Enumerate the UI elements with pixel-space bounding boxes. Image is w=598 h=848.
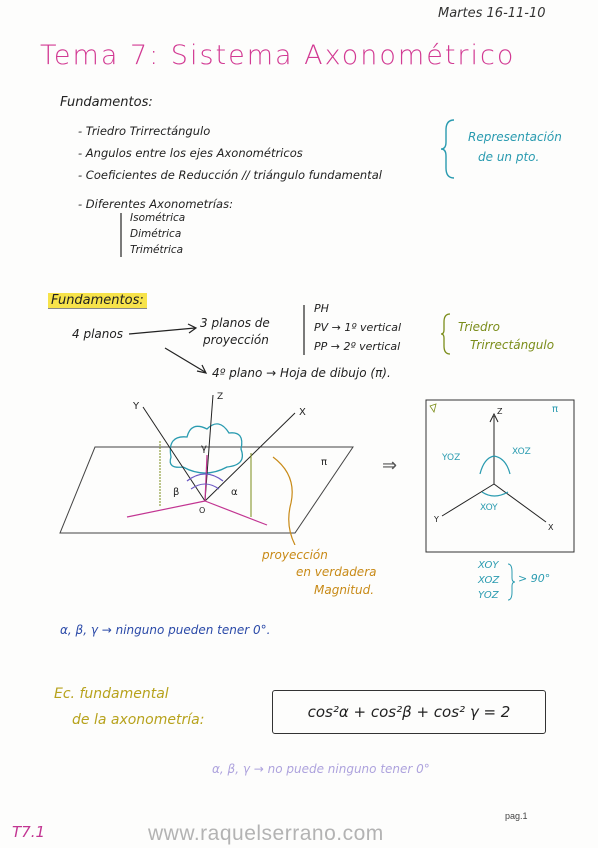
equation-box: cos²α + cos²β + cos² γ = 2 bbox=[272, 690, 546, 734]
equation-text: cos²α + cos²β + cos² γ = 2 bbox=[307, 703, 511, 721]
fourth-plane-label: 4º plano → Hoja de dibujo (π). bbox=[212, 366, 391, 380]
angle-list-item: YOZ bbox=[478, 590, 499, 601]
bracket-line bbox=[303, 305, 305, 355]
page-title: Tema 7: Sistema Axonométrico bbox=[40, 40, 516, 71]
brace-icon bbox=[507, 563, 516, 601]
list-item: Trimétrica bbox=[130, 244, 184, 256]
origin-label: O bbox=[199, 506, 205, 515]
brace-icon bbox=[440, 313, 451, 355]
four-planes-label: 4 planos bbox=[72, 327, 123, 341]
axis-label: X bbox=[548, 523, 554, 532]
page-number: pag.1 bbox=[505, 811, 528, 821]
plane-item: PP → 2º vertical bbox=[314, 340, 401, 353]
bracket-line bbox=[120, 213, 122, 257]
plane-item: PV → 1º vertical bbox=[314, 321, 402, 334]
faint-note: α, β, γ → no puede ninguno tener 0° bbox=[212, 762, 430, 776]
list-item: - Triedro Trirrectángulo bbox=[78, 124, 211, 138]
brace-icon bbox=[440, 119, 455, 179]
plane-label: π bbox=[321, 457, 327, 468]
axis-label: Y bbox=[433, 515, 439, 524]
angle-condition: > 90° bbox=[518, 572, 551, 585]
axis-label: Z bbox=[217, 392, 223, 402]
three-planes-label: proyección bbox=[203, 333, 269, 347]
list-item: Isométrica bbox=[130, 212, 186, 224]
angle-label: XOY bbox=[480, 503, 498, 513]
list-item: Dimétrica bbox=[130, 228, 182, 240]
projection-note: Magnitud. bbox=[314, 583, 375, 597]
triedro-note: Trirrectángulo bbox=[470, 338, 555, 352]
highlight-text: Fundamentos: bbox=[48, 293, 147, 309]
axis-label: Z bbox=[497, 407, 503, 416]
plane-item: PH bbox=[314, 302, 329, 315]
axis-label: X bbox=[299, 407, 306, 418]
plane-label: π bbox=[552, 404, 558, 415]
side-note-line: de un pto. bbox=[478, 150, 540, 164]
angle-list-item: XOY bbox=[478, 560, 499, 571]
angle-label: YOZ bbox=[441, 453, 460, 463]
list-item: - Angulos entre los ejes Axonométricos bbox=[78, 146, 303, 160]
section-heading-fundamentos: Fundamentos: bbox=[60, 95, 153, 110]
angle-label: α bbox=[231, 487, 238, 498]
axes-projection-diagram: π Z X Y YOZ XOZ XOY bbox=[425, 399, 575, 553]
types-heading: - Diferentes Axonometrías: bbox=[78, 197, 233, 211]
angle-label: β bbox=[173, 487, 179, 498]
projection-note: en verdadera bbox=[296, 565, 377, 579]
axonometric-diagram: Y X Z O π α β γ bbox=[59, 392, 354, 545]
angle-label: γ bbox=[201, 443, 207, 454]
angle-label: XOZ bbox=[512, 447, 531, 457]
equation-label: Ec. fundamental bbox=[54, 686, 169, 702]
angle-list-item: XOZ bbox=[478, 575, 500, 586]
three-planes-label: 3 planos de bbox=[200, 316, 270, 330]
axis-label: Y bbox=[132, 401, 140, 412]
footer-url: www.raquelserrano.com bbox=[148, 822, 384, 845]
page-code: T7.1 bbox=[12, 823, 46, 841]
zero-note: α, β, γ → ninguno pueden tener 0°. bbox=[60, 623, 271, 637]
arrow-icon bbox=[128, 323, 208, 374]
projection-note: proyección bbox=[262, 548, 328, 562]
date-label: Martes 16-11-10 bbox=[438, 6, 546, 21]
implies-arrow: ⇒ bbox=[382, 455, 398, 476]
triedro-note: Triedro bbox=[458, 320, 500, 334]
equation-label: de la axonometría: bbox=[72, 712, 205, 728]
side-note-line: Representación bbox=[468, 130, 562, 144]
section-heading-highlight: Fundamentos: bbox=[48, 293, 147, 309]
list-item: - Coeficientes de Reducción // triángulo… bbox=[78, 168, 382, 182]
